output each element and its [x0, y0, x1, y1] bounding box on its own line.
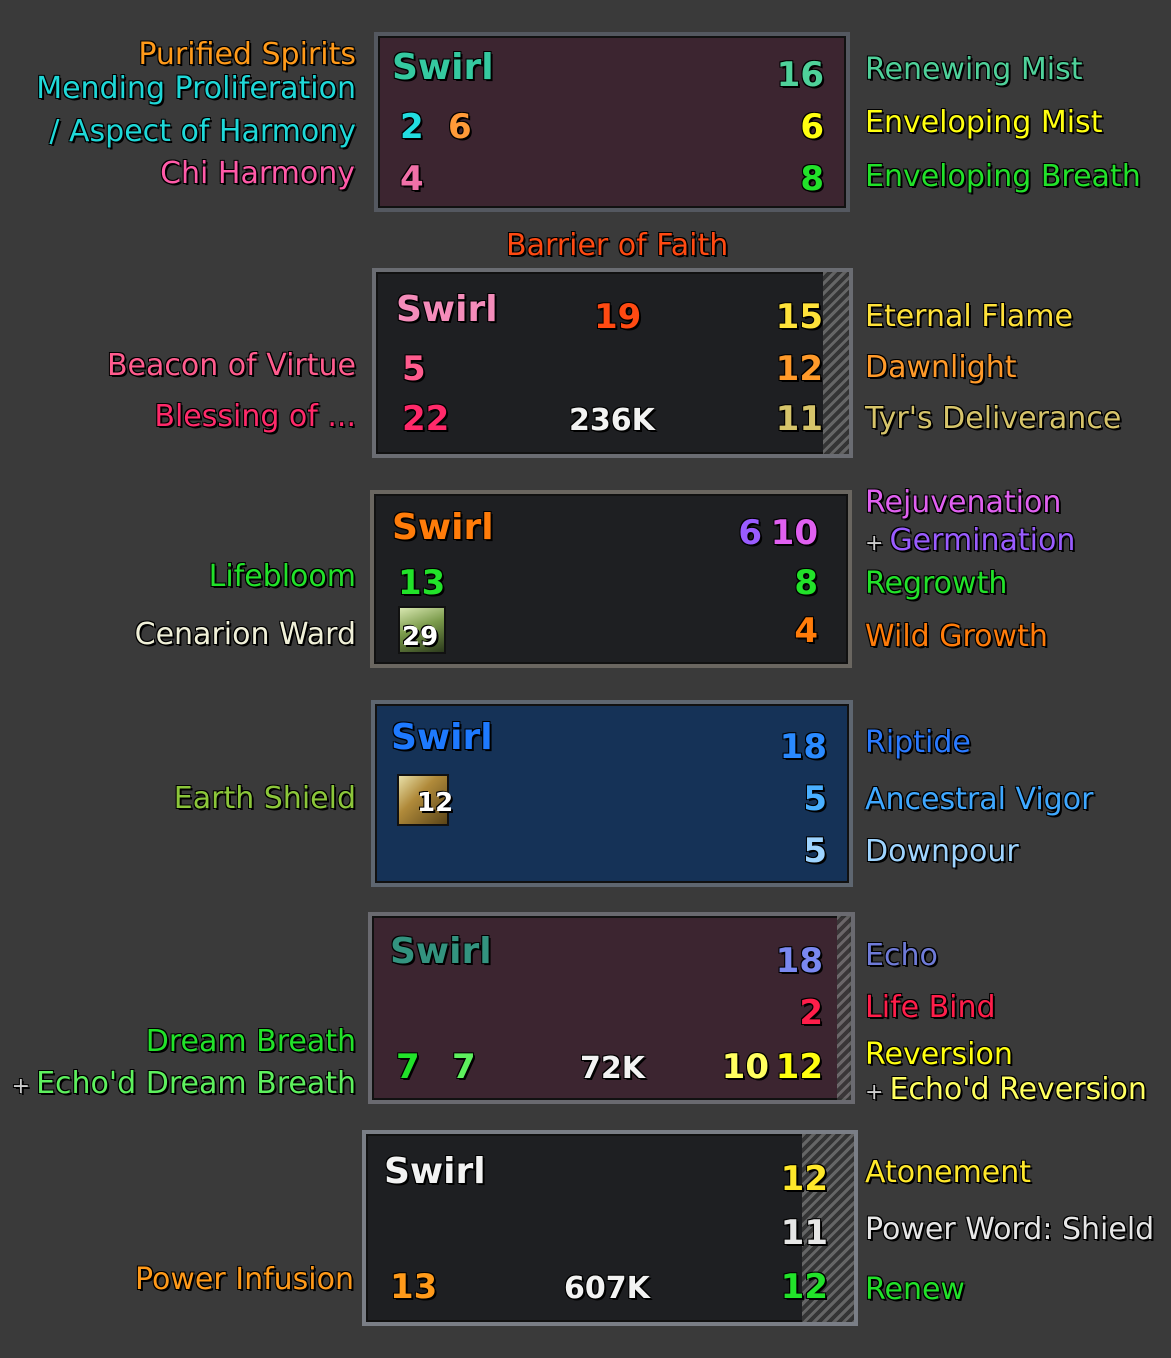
plus-prefix: +: [11, 1074, 31, 1099]
hot-counter-purified-spirits: 6: [448, 107, 472, 147]
hot-counter-beacon-of-virtue: 5: [402, 349, 426, 389]
legend-right-ancestral-vigor: Ancestral Vigor: [865, 782, 1094, 817]
legend-left-earth-shield: Earth Shield: [173, 781, 356, 816]
unit-frame-shaman[interactable]: Swirl 18 5 5 12: [371, 700, 853, 887]
hot-counter-barrier-of-faith: 19: [594, 297, 642, 337]
legend-left-mending-proliferation: Mending Proliferation: [36, 71, 356, 106]
hot-counter-tyrs-deliverance: 11: [775, 399, 823, 439]
legend-right-enveloping-mist: Enveloping Mist: [865, 105, 1103, 140]
cenarion-ward-icon: 29: [398, 606, 446, 654]
hot-counter-eternal-flame: 15: [775, 297, 823, 337]
legend-right-regrowth: Regrowth: [865, 566, 1008, 601]
hot-counter-echo: 18: [775, 941, 823, 981]
hot-counter-downpour: 5: [803, 831, 827, 871]
legend-left-aspect-of-harmony: / Aspect of Harmony: [49, 114, 356, 149]
hot-counter-rejuvenation: 10: [770, 513, 818, 553]
plus-prefix: +: [865, 1080, 884, 1105]
buff-stack-count: 29: [402, 622, 439, 652]
unit-name: Swirl: [384, 1151, 486, 1192]
legend-right-riptide: Riptide: [865, 725, 971, 760]
legend-left-cenarion-ward: Cenarion Ward: [134, 617, 356, 652]
hot-counter-reversion: 12: [775, 1047, 823, 1087]
legend-right-echod-reversion: +Echo'd Reversion: [865, 1075, 1147, 1105]
hot-counter-echod-dream-breath: 7: [452, 1047, 476, 1087]
health-text: 72K: [580, 1051, 645, 1086]
legend-right-dawnlight: Dawnlight: [865, 350, 1017, 385]
hot-counter-power-infusion: 13: [390, 1267, 438, 1307]
hot-counter-dawnlight: 12: [775, 349, 823, 389]
unit-name: Swirl: [390, 931, 492, 972]
legend-left-blessing: Blessing of ...: [154, 399, 356, 434]
hot-counter-blessing: 22: [402, 399, 450, 439]
hot-counter-atonement: 12: [780, 1159, 828, 1199]
hot-counter-power-word-shield: 11: [780, 1213, 828, 1253]
hot-counter-dream-breath: 7: [396, 1047, 420, 1087]
legend-left-echod-dream-breath-text: Echo'd Dream Breath: [36, 1066, 356, 1101]
hot-counter-germination: 6: [738, 513, 762, 553]
hot-counter-renewing-mist: 16: [776, 55, 824, 95]
unit-frame-druid[interactable]: Swirl 6 10 13 8 4 29: [370, 490, 852, 668]
hot-counter-lifebloom: 13: [398, 563, 446, 603]
legend-right-atonement: Atonement: [865, 1155, 1032, 1190]
unit-name: Swirl: [392, 507, 494, 548]
legend-right-power-word-shield: Power Word: Shield: [865, 1212, 1155, 1247]
hot-counter-renew: 12: [780, 1267, 828, 1307]
hot-counter-ancestral-vigor: 5: [803, 779, 827, 819]
legend-left-echod-dream-breath: +Echo'd Dream Breath: [12, 1069, 356, 1099]
hot-counter-mending-proliferation: 2: [400, 107, 424, 147]
health-text: 607K: [564, 1271, 650, 1306]
hot-counter-life-bind: 2: [799, 993, 823, 1033]
hot-counter-enveloping-breath: 8: [800, 159, 824, 199]
legend-right-rejuvenation: Rejuvenation: [865, 485, 1062, 520]
legend-right-renew: Renew: [865, 1272, 965, 1307]
legend-top-barrier-of-faith: Barrier of Faith: [506, 228, 729, 263]
legend-left-dream-breath: Dream Breath: [145, 1024, 356, 1059]
earth-shield-icon: 12: [397, 774, 453, 826]
health-text: 236K: [569, 403, 655, 438]
legend-left-beacon-of-virtue: Beacon of Virtue: [106, 348, 356, 383]
legend-left-purified-spirits: Purified Spirits: [138, 37, 356, 72]
legend-right-germination: +Germination: [865, 526, 1075, 556]
unit-frame-evoker[interactable]: Swirl 18 2 7 7 10 12 72K: [368, 912, 855, 1104]
legend-right-enveloping-breath: Enveloping Breath: [865, 159, 1141, 194]
legend-right-downpour: Downpour: [865, 834, 1019, 869]
absorb-stripe: [802, 1134, 854, 1322]
unit-name: Swirl: [396, 289, 498, 330]
legend-right-wild-growth: Wild Growth: [865, 619, 1048, 654]
legend-right-eternal-flame: Eternal Flame: [865, 299, 1073, 334]
legend-left-lifebloom: Lifebloom: [208, 559, 356, 594]
unit-name: Swirl: [392, 47, 494, 88]
legend-right-echod-reversion-text: Echo'd Reversion: [889, 1072, 1147, 1107]
legend-right-echo: Echo: [865, 938, 938, 973]
legend-left-power-infusion: Power Infusion: [134, 1262, 354, 1297]
absorb-stripe: [837, 916, 851, 1100]
legend-right-tyrs-deliverance: Tyr's Deliverance: [865, 401, 1122, 436]
buff-stack-count: 12: [417, 788, 454, 818]
hot-counter-regrowth: 8: [794, 563, 818, 603]
absorb-stripe: [823, 272, 849, 454]
hot-counter-riptide: 18: [779, 727, 827, 767]
legend-right-life-bind: Life Bind: [865, 990, 996, 1025]
legend-right-germination-text: Germination: [889, 523, 1076, 558]
legend-right-renewing-mist: Renewing Mist: [865, 52, 1083, 87]
unit-frame-paladin[interactable]: Swirl 19 15 5 12 22 11 236K: [372, 268, 853, 458]
hot-counter-echod-reversion: 10: [721, 1047, 769, 1087]
hot-counter-chi-harmony: 4: [400, 159, 424, 199]
plus-prefix: +: [865, 531, 884, 556]
unit-frame-priest[interactable]: Swirl 12 11 13 12 607K: [362, 1130, 858, 1326]
legend-left-chi-harmony: Chi Harmony: [160, 156, 355, 191]
legend-right-reversion: Reversion: [865, 1037, 1013, 1072]
unit-frame-monk[interactable]: Swirl 16 2 6 6 4 8: [374, 32, 850, 212]
hot-counter-wild-growth: 4: [794, 611, 818, 651]
unit-name: Swirl: [391, 717, 493, 758]
hot-counter-enveloping-mist: 6: [800, 107, 824, 147]
